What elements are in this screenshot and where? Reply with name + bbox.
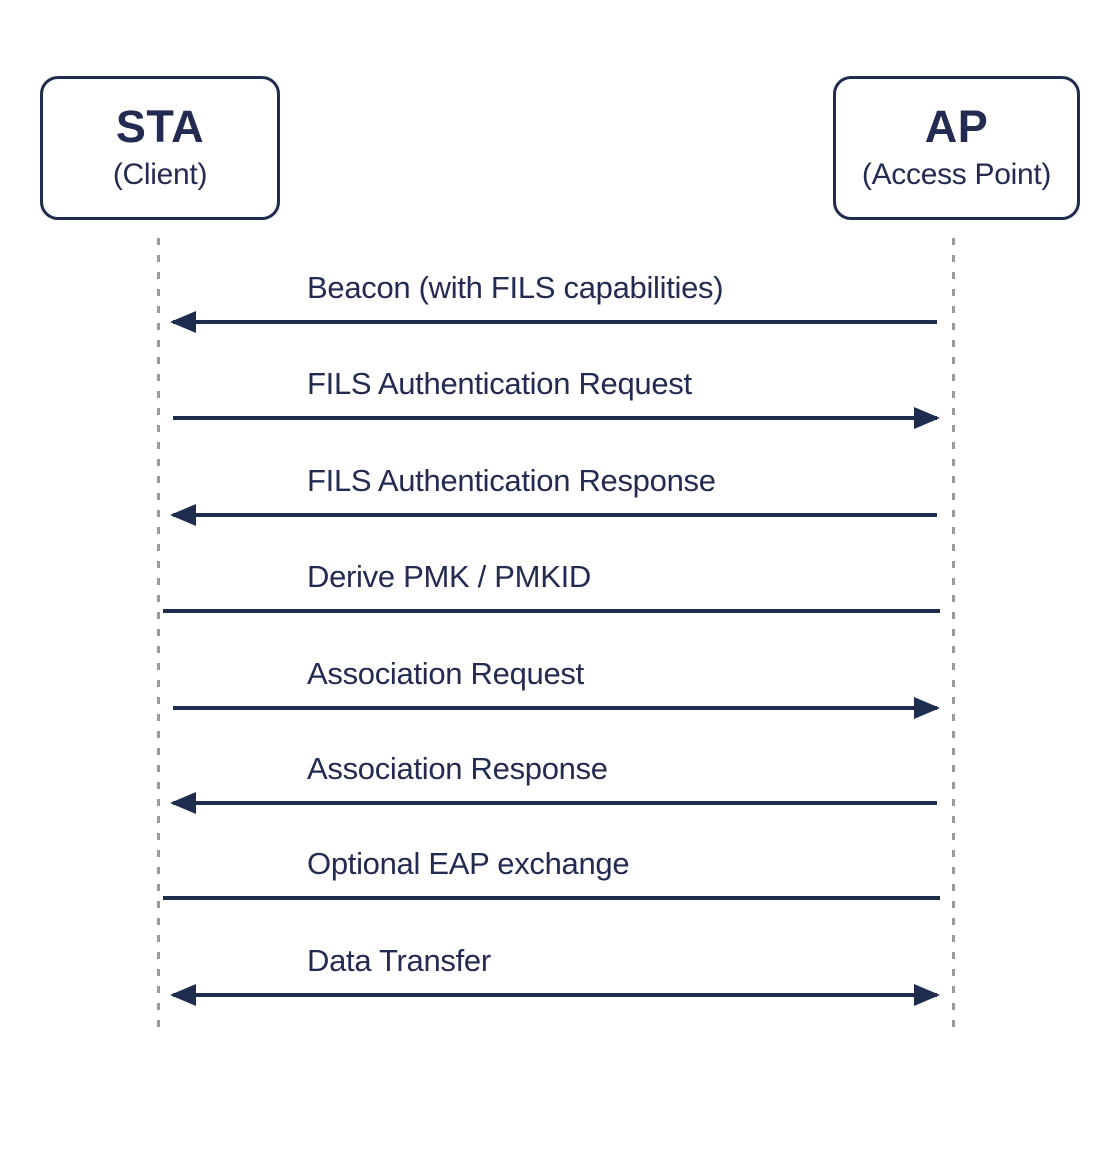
actor-subtitle-ap: (Access Point) xyxy=(861,157,1052,191)
message-fils-auth-response: FILS Authentication Response xyxy=(0,461,1117,526)
message-label: FILS Authentication Response xyxy=(307,463,716,498)
message-data-transfer: Data Transfer xyxy=(0,941,1117,1006)
arrowhead-left-icon xyxy=(170,792,196,814)
arrowhead-right-icon xyxy=(914,407,940,429)
arrow-shaft xyxy=(173,993,937,997)
arrowhead-right-icon xyxy=(914,984,940,1006)
arrow-shaft xyxy=(173,706,937,710)
message-arrow xyxy=(163,609,940,613)
actor-box-sta: STA (Client) xyxy=(40,76,280,220)
actor-name-sta: STA xyxy=(115,101,205,153)
message-label: Beacon (with FILS capabilities) xyxy=(307,270,724,305)
arrow-shaft xyxy=(163,896,940,900)
actor-subtitle-sta: (Client) xyxy=(112,157,208,191)
message-arrow xyxy=(170,792,937,814)
message-arrow xyxy=(163,896,940,900)
lifeline-sta xyxy=(157,238,160,1036)
arrowhead-left-icon xyxy=(170,984,196,1006)
message-arrow xyxy=(170,311,937,333)
lifeline-ap xyxy=(952,238,955,1036)
arrowhead-left-icon xyxy=(170,504,196,526)
message-assoc-response: Association Response xyxy=(0,749,1117,814)
arrow-shaft xyxy=(163,609,940,613)
arrow-shaft xyxy=(173,801,937,805)
arrow-shaft xyxy=(173,513,937,517)
message-label: FILS Authentication Request xyxy=(307,366,692,401)
actor-box-ap: AP (Access Point) xyxy=(833,76,1080,220)
arrow-shaft xyxy=(173,416,937,420)
message-arrow xyxy=(170,984,940,1006)
message-label: Derive PMK / PMKID xyxy=(307,559,591,594)
message-derive-pmk: Derive PMK / PMKID xyxy=(0,557,1117,621)
message-label: Association Request xyxy=(307,656,584,691)
message-arrow xyxy=(173,697,940,719)
actor-name-ap: AP xyxy=(924,101,989,153)
arrow-shaft xyxy=(173,320,937,324)
message-beacon: Beacon (with FILS capabilities) xyxy=(0,268,1117,333)
message-assoc-request: Association Request xyxy=(0,654,1117,719)
message-label: Data Transfer xyxy=(307,943,491,978)
message-fils-auth-request: FILS Authentication Request xyxy=(0,364,1117,429)
message-label: Optional EAP exchange xyxy=(307,846,630,881)
message-label: Association Response xyxy=(307,751,608,786)
message-arrow xyxy=(170,504,937,526)
message-arrow xyxy=(173,407,940,429)
message-optional-eap: Optional EAP exchange xyxy=(0,844,1117,908)
arrowhead-right-icon xyxy=(914,697,940,719)
arrowhead-left-icon xyxy=(170,311,196,333)
